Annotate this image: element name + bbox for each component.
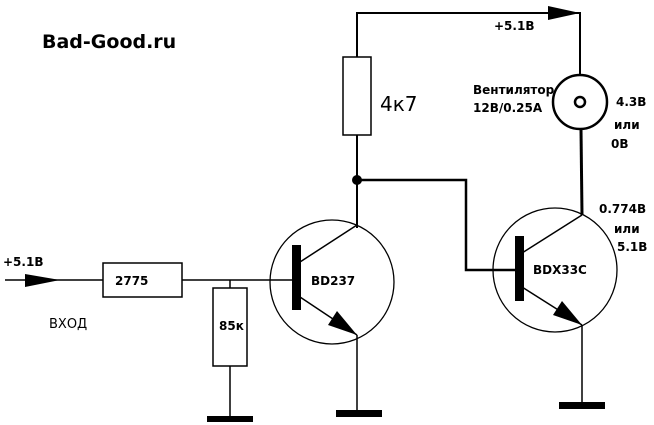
resistor-4k7 bbox=[342, 56, 372, 136]
fan-name-label: Вентилятор bbox=[473, 83, 555, 97]
top-supply-arrow bbox=[548, 6, 580, 20]
collector-voltage-label: 0.774В bbox=[599, 202, 647, 216]
site-label: Bad-Good.ru bbox=[42, 31, 177, 53]
top-supply-wire bbox=[356, 12, 581, 75]
input-label: ВХОД bbox=[49, 317, 88, 332]
fan-or-label: или bbox=[614, 118, 640, 132]
ground-85k bbox=[207, 416, 253, 422]
collector-alt-voltage-label: 5.1В bbox=[617, 240, 648, 254]
resistor-2775-label: 2775 bbox=[115, 274, 149, 288]
fan-alt-voltage-label: 0В bbox=[611, 137, 629, 151]
input-voltage-label: +5.1В bbox=[3, 255, 44, 269]
resistor-85k-label: 85к bbox=[219, 319, 244, 333]
fan-symbol bbox=[551, 73, 609, 131]
resistor-85k bbox=[212, 287, 248, 367]
q2-label: BDX33C bbox=[533, 263, 587, 277]
top-voltage-label: +5.1В bbox=[494, 19, 535, 33]
wire-junction-to-q2-base bbox=[357, 178, 515, 272]
ground-q2 bbox=[559, 402, 605, 409]
ground-q1 bbox=[336, 410, 382, 417]
fan-voltage-label: 4.3В bbox=[616, 95, 647, 109]
q1-label: BD237 bbox=[311, 274, 356, 288]
transistor-q1 bbox=[269, 219, 395, 345]
resistor-4k7-label: 4к7 bbox=[380, 92, 418, 116]
wire-fan-to-q2 bbox=[579, 128, 584, 216]
transistor-q2 bbox=[492, 207, 618, 333]
fan-rating-label: 12В/0.25А bbox=[473, 101, 543, 115]
input-arrow bbox=[25, 274, 60, 287]
resistor-2775 bbox=[102, 262, 183, 298]
collector-or-label: или bbox=[614, 222, 640, 236]
